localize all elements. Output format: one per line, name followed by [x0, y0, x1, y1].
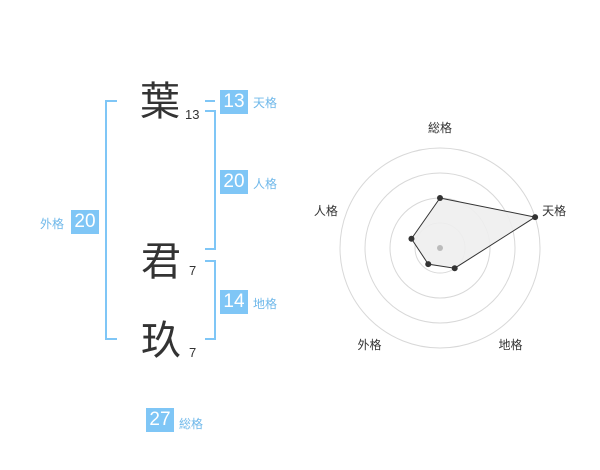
radar-ring — [339, 147, 541, 349]
jinkaku-label: 人格 — [253, 177, 278, 191]
tenkaku-value: 13 — [220, 90, 248, 114]
gaikaku-value: 20 — [71, 210, 99, 234]
stroke-count-1: 13 — [185, 107, 200, 122]
name-char-2: 君 — [141, 239, 181, 285]
jinkaku-bracket — [205, 110, 216, 250]
tenkaku-label: 天格 — [253, 96, 278, 110]
radar-point-0 — [437, 195, 443, 201]
soukaku-label: 総格 — [179, 417, 204, 431]
chikaku-bracket — [205, 260, 216, 340]
stroke-count-2: 7 — [189, 263, 197, 278]
radar-point-4 — [408, 235, 415, 242]
gaikaku-bracket — [105, 100, 117, 340]
radar-point-3 — [425, 261, 432, 268]
gaikaku-label: 外格 — [40, 217, 65, 231]
name-char-3: 玖 — [141, 318, 181, 364]
soukaku-value: 27 — [146, 408, 174, 432]
radar-axis-label-0: 総格 — [428, 120, 452, 135]
chikaku-value: 14 — [220, 290, 248, 314]
radar-axis-label-4: 人格 — [314, 203, 338, 218]
radar-center-dot — [437, 245, 443, 251]
jinkaku-value: 20 — [220, 170, 248, 194]
name-char-1: 葉 — [140, 79, 180, 125]
radar-point-2 — [451, 265, 458, 272]
radar-point-1 — [532, 214, 539, 221]
stroke-count-3: 7 — [189, 345, 197, 360]
radar-value-polygon — [410, 197, 537, 269]
radar-axis-label-2: 地格 — [499, 337, 523, 352]
radar-axis-label-1: 天格 — [542, 203, 566, 218]
tenkaku-bracket — [205, 100, 215, 102]
radar-ring — [364, 172, 516, 324]
chikaku-label: 地格 — [253, 297, 278, 311]
radar-axis-label-3: 外格 — [357, 337, 381, 352]
